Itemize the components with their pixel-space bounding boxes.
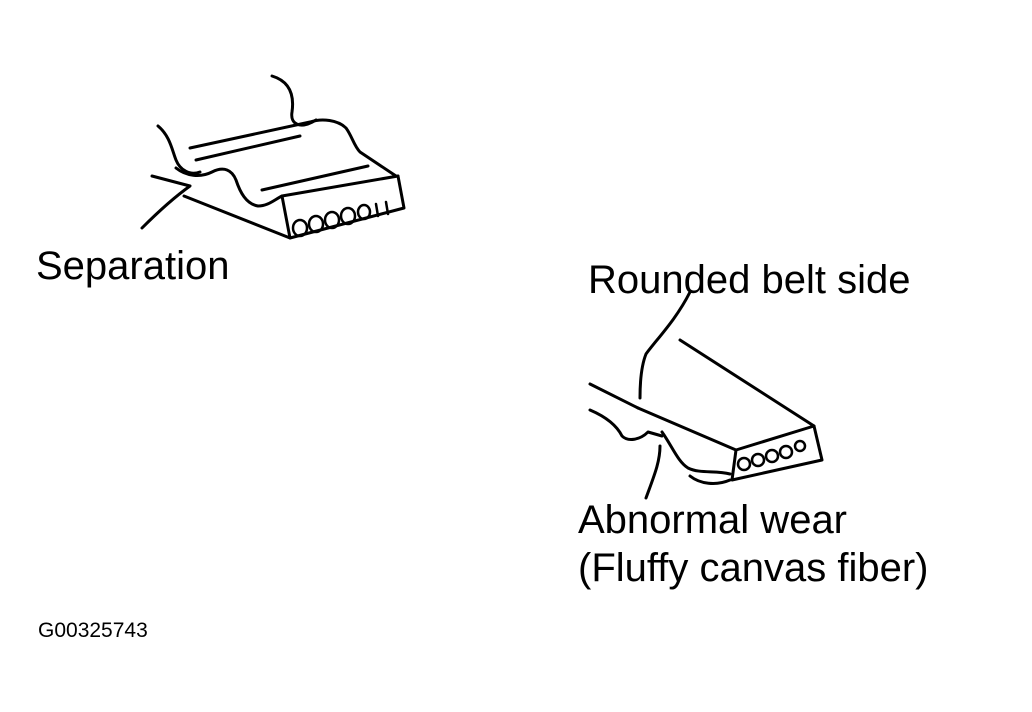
- separated-layer-strand: [270, 74, 318, 127]
- worn-tooth-profile: [660, 430, 732, 476]
- belt-front-wave: [174, 166, 400, 208]
- belt-cords: [291, 200, 390, 238]
- rounded-belt-side-label: Rounded belt side: [588, 258, 911, 302]
- separated-belt-drawing: [140, 74, 406, 240]
- fluffy-canvas-fiber-label: (Fluffy canvas fiber): [578, 546, 929, 590]
- separation-leader-line: [140, 174, 192, 230]
- belt-back-edge: [588, 382, 640, 410]
- belt-cords: [736, 439, 807, 472]
- abnormal-wear-leader-line: [644, 444, 662, 500]
- belt-ridge-line: [194, 134, 302, 162]
- belt-top-profile: [188, 118, 398, 178]
- belt-end-face: [730, 424, 824, 482]
- worn-belt-drawing: [588, 290, 824, 500]
- belt-bottom-edge: [182, 194, 292, 240]
- torn-lower-layer: [156, 124, 202, 175]
- rounded-side-leader-line: [638, 290, 692, 400]
- abnormal-wear-label: Abnormal wear: [578, 498, 848, 542]
- belt-near-edge: [636, 406, 738, 452]
- worn-underside: [688, 474, 732, 485]
- separation-label: Separation: [36, 244, 230, 288]
- belt-ridge-line: [260, 164, 370, 192]
- belt-top-edge: [678, 338, 816, 428]
- belt-tooth-profile: [588, 408, 664, 441]
- figure-code: G00325743: [38, 619, 148, 642]
